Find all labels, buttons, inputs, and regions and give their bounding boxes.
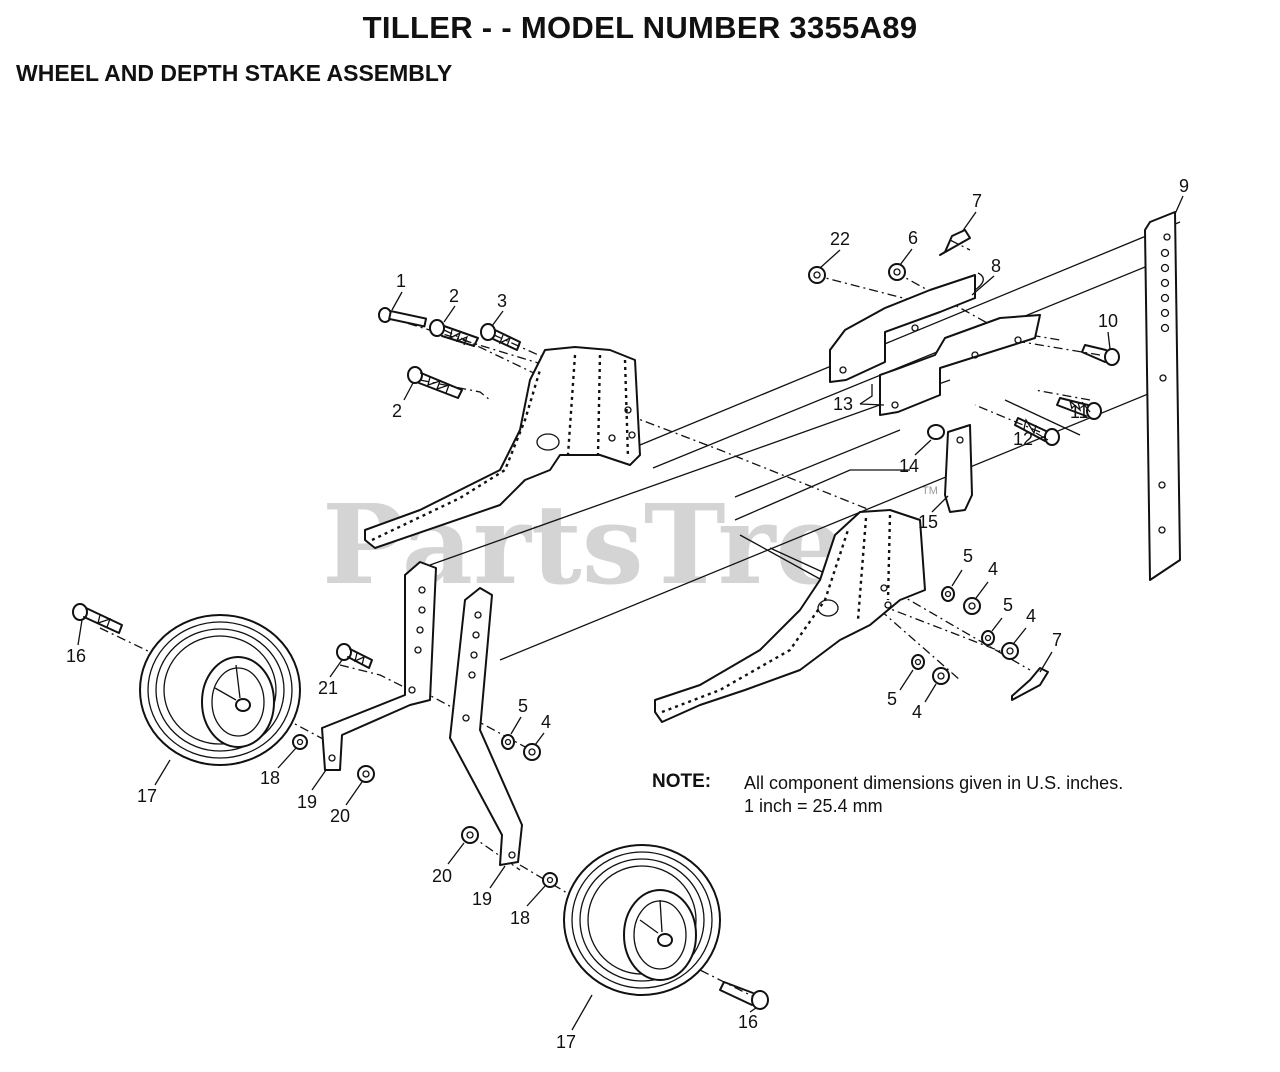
callout-4c: 4 (912, 702, 922, 722)
note-line-1: All component dimensions given in U.S. i… (744, 773, 1124, 793)
note-line-2: 1 inch = 25.4 mm (744, 796, 883, 816)
nut-20b (461, 826, 479, 844)
callout-3: 3 (497, 291, 507, 311)
washer-5a (941, 586, 955, 602)
callout-19-right: 19 (472, 889, 492, 909)
nut-22 (808, 266, 826, 284)
callout-8: 8 (991, 256, 1001, 276)
hex-bolt-21 (336, 643, 373, 669)
callout-20-left: 20 (330, 806, 350, 826)
washer-5c (911, 654, 925, 670)
callout-5d: 5 (518, 696, 528, 716)
callout-5b: 5 (1003, 595, 1013, 615)
wheel-right (563, 844, 721, 996)
callout-1: 1 (396, 271, 406, 291)
hairpin-clip-7a (939, 229, 971, 256)
callout-2-top: 2 (449, 286, 459, 306)
hex-bolt-16-right (719, 981, 769, 1010)
callout-11: 11 (1070, 402, 1089, 422)
hex-bolt-11 (1056, 397, 1102, 420)
washer-18a (292, 734, 308, 750)
callout-4a: 4 (988, 559, 998, 579)
callout-13: 13 (833, 394, 853, 414)
washer-5b (981, 630, 995, 646)
wheel-bracket-left (321, 561, 437, 771)
callout-12: 12 (1013, 429, 1033, 449)
stake-pin-assembly (927, 424, 973, 513)
callout-16-right: 16 (738, 1012, 758, 1032)
carriage-bolt-2-top (429, 319, 479, 347)
callout-7-top: 7 (972, 191, 982, 211)
nut-6 (888, 263, 906, 281)
callout-4d: 4 (541, 712, 551, 732)
callout-17-right: 17 (556, 1032, 576, 1052)
washer-5d (501, 734, 515, 750)
callout-16-left: 16 (66, 646, 86, 666)
callout-17-left: 17 (137, 786, 157, 806)
callout-21: 21 (318, 678, 338, 698)
washer-18b (542, 872, 558, 888)
callouts: 1 2 3 2 22 6 7 8 9 10 11 12 13 14 15 5 4… (66, 176, 1189, 1052)
wheel-left (139, 614, 301, 766)
hex-bolt-16-left (72, 603, 123, 634)
nut-20a (357, 765, 375, 783)
right-frame-bracket (654, 509, 926, 723)
hex-bolt-10 (1081, 344, 1120, 366)
nut-4a (963, 597, 981, 615)
callout-14: 14 (899, 456, 919, 476)
carriage-bolt-2-lower (407, 366, 463, 399)
hex-bolt-12 (1014, 417, 1060, 446)
depth-stake (1144, 211, 1181, 581)
wheel-bracket-right (449, 587, 523, 866)
callout-2-lower: 2 (392, 401, 402, 421)
watermark-trademark: TM (922, 485, 938, 497)
callout-5c: 5 (887, 689, 897, 709)
hex-bolts (72, 307, 1120, 1010)
callout-18-right: 18 (510, 908, 530, 928)
callout-5a: 5 (963, 546, 973, 566)
clevis-pin-bolt-1 (378, 307, 428, 328)
note-label: NOTE: (652, 771, 712, 792)
callout-19-left: 19 (297, 792, 317, 812)
callout-4b: 4 (1026, 606, 1036, 626)
depth-stake-bracket (829, 274, 1041, 416)
callout-7-lower: 7 (1052, 630, 1062, 650)
callout-10: 10 (1098, 311, 1118, 331)
callout-18-left: 18 (260, 768, 280, 788)
nut-4d (523, 743, 541, 761)
callout-9: 9 (1179, 176, 1189, 196)
hex-bolt-3 (480, 323, 521, 351)
callout-22: 22 (830, 229, 850, 249)
nut-4c (932, 667, 950, 685)
callout-6: 6 (908, 228, 918, 248)
hairpin-clip-7b (1011, 667, 1049, 701)
callout-20-right: 20 (432, 866, 452, 886)
nut-4b (1001, 642, 1019, 660)
nuts-and-washers (292, 229, 1049, 888)
assembly-subtitle: WHEEL AND DEPTH STAKE ASSEMBLY (16, 60, 453, 86)
callout-15: 15 (918, 512, 938, 532)
note-text: All component dimensions given in U.S. i… (744, 772, 1123, 818)
diagram-title: TILLER - - MODEL NUMBER 3355A89 (362, 10, 918, 45)
left-frame-bracket (364, 346, 641, 549)
